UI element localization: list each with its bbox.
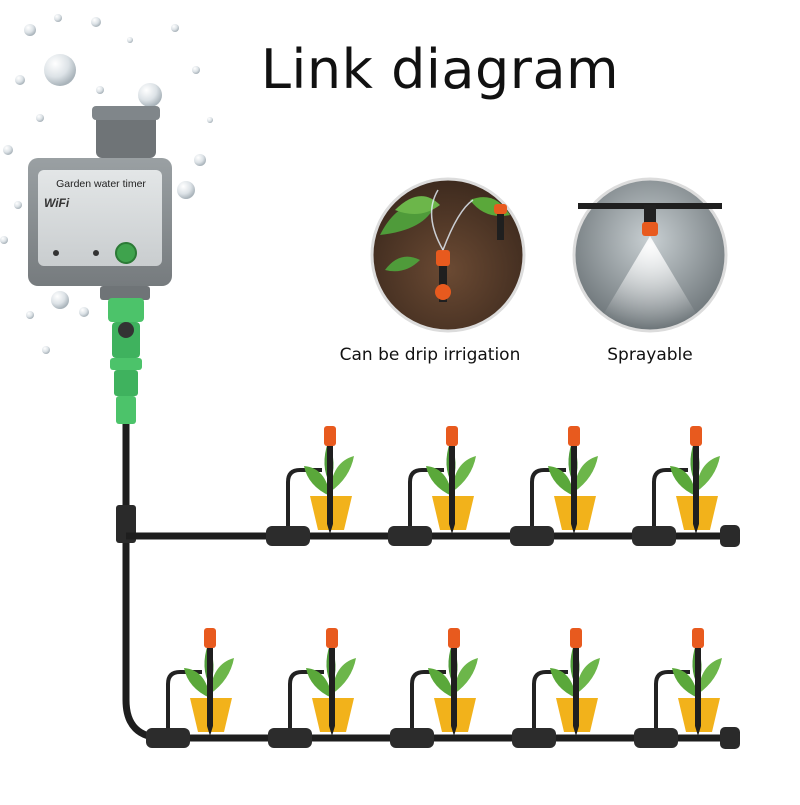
sprayable-caption: Sprayable xyxy=(607,345,693,365)
water-droplet xyxy=(15,75,25,85)
emitter-unit xyxy=(512,628,600,748)
water-droplet xyxy=(51,291,69,309)
garden-water-timer xyxy=(28,106,172,424)
water-droplet xyxy=(26,311,34,319)
water-droplet xyxy=(192,66,200,74)
timer-name-label: Garden water timer xyxy=(56,178,146,190)
water-droplet xyxy=(0,236,8,244)
emitter-unit xyxy=(632,426,720,546)
water-droplet xyxy=(54,14,62,22)
water-droplet xyxy=(42,346,50,354)
page-title: Link diagram xyxy=(260,38,620,101)
water-droplet xyxy=(91,17,101,27)
emitter-unit xyxy=(268,628,356,748)
emitter-unit xyxy=(634,628,722,748)
water-droplet xyxy=(171,24,179,32)
emitter-unit xyxy=(266,426,354,546)
drip-irrigation-photo xyxy=(370,177,526,333)
water-droplet xyxy=(177,181,195,199)
timer-wifi-label: WiFi xyxy=(44,196,70,210)
branch-lines xyxy=(146,426,740,749)
water-droplet xyxy=(79,307,89,317)
water-droplet xyxy=(3,145,13,155)
emitter-unit xyxy=(146,628,234,748)
water-droplet xyxy=(14,201,22,209)
water-droplet xyxy=(44,54,76,86)
pipe-end-cap xyxy=(720,525,740,547)
water-droplet xyxy=(36,114,44,122)
water-droplet xyxy=(138,83,162,107)
water-droplets-decoration xyxy=(0,14,213,354)
water-droplet xyxy=(96,86,104,94)
emitter-unit xyxy=(390,628,478,748)
water-droplet xyxy=(24,24,36,36)
spray-mist-photo xyxy=(572,177,728,333)
water-droplet xyxy=(207,117,213,123)
water-droplet xyxy=(194,154,206,166)
drip-irrigation-caption: Can be drip irrigation xyxy=(339,345,521,365)
pipe-end-cap xyxy=(720,727,740,749)
water-droplet xyxy=(127,37,133,43)
emitter-unit xyxy=(510,426,598,546)
emitter-unit xyxy=(388,426,476,546)
